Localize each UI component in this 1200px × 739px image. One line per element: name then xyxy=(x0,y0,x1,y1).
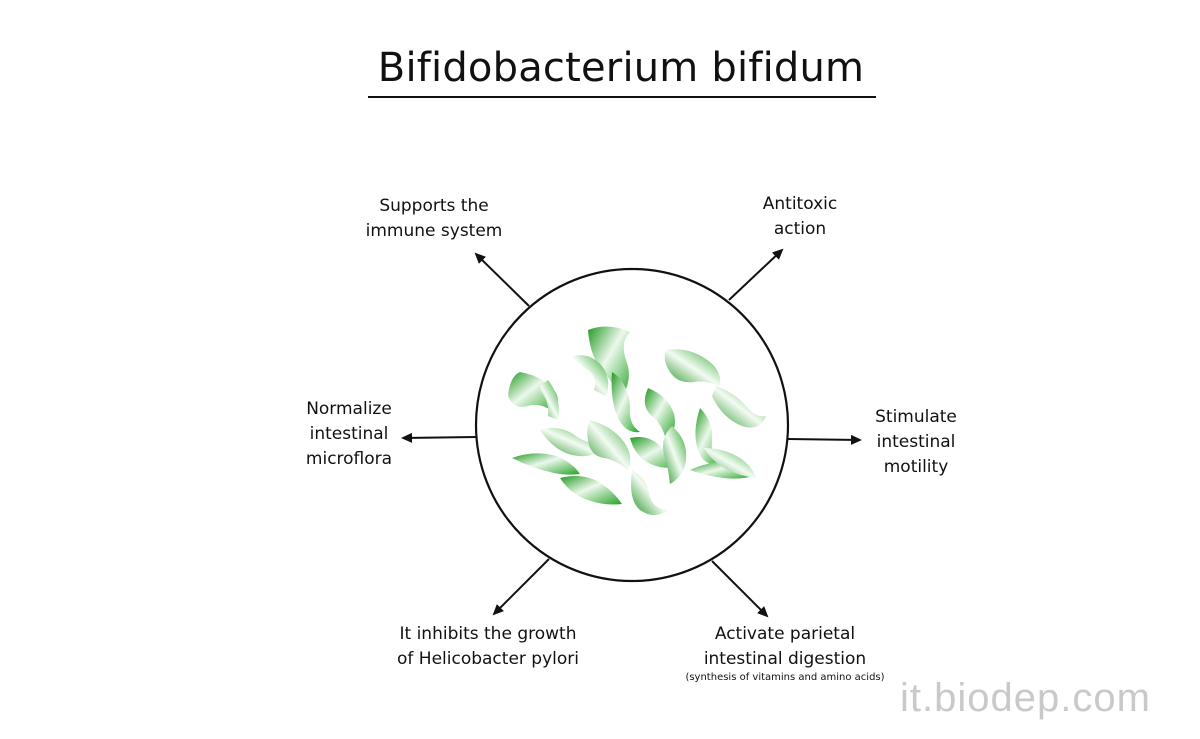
label-note: (synthesis of vitamins and amino acids) xyxy=(685,672,885,683)
label-line: Activate parietal xyxy=(714,624,856,644)
bacterium xyxy=(512,453,580,475)
label-line: motility xyxy=(883,457,949,477)
bacterium xyxy=(540,428,604,457)
bacterium xyxy=(572,355,609,396)
bacterium xyxy=(644,388,675,440)
diagram-title: Bifidobacterium bifidum xyxy=(377,45,865,91)
arrow-top-left xyxy=(474,252,530,307)
label-line: Antitoxic xyxy=(762,194,838,214)
bacterium xyxy=(587,420,631,470)
label-line: intestinal digestion xyxy=(703,649,867,669)
label-antitoxic-action: Antitoxic action xyxy=(740,192,860,242)
label-stimulate-motility: Stimulate intestinal motility xyxy=(857,405,975,480)
bacterium xyxy=(631,470,668,515)
label-line: Normalize xyxy=(306,399,392,419)
title-underline xyxy=(368,96,876,98)
label-line: intestinal xyxy=(876,432,956,452)
bacteria-cluster xyxy=(508,326,766,515)
watermark: it.biodep.com xyxy=(900,676,1151,720)
arrow-top-right xyxy=(728,248,784,301)
label-line: It inhibits the growth xyxy=(399,624,577,644)
arrow-bottom-left xyxy=(492,558,550,616)
bacterium xyxy=(538,380,559,420)
label-immune-system: Supports the immune system xyxy=(354,194,514,244)
bacterium xyxy=(712,386,766,428)
arrow-bottom-right xyxy=(711,560,769,618)
label-line: of Helicobacter pylori xyxy=(397,649,579,669)
label-normalize-microflora: Normalize intestinal microflora xyxy=(290,397,408,472)
arrow-left xyxy=(401,432,477,443)
label-line: action xyxy=(773,219,827,239)
bacterium xyxy=(664,349,721,386)
label-line: microflora xyxy=(305,449,393,469)
bacterium xyxy=(663,426,687,484)
bacterium xyxy=(560,476,622,505)
bacterium xyxy=(704,448,756,478)
bacterium xyxy=(695,408,722,465)
label-line: immune system xyxy=(365,221,503,241)
label-parietal-digestion: Activate parietal intestinal digestion (… xyxy=(660,622,910,684)
label-line: Supports the xyxy=(379,196,489,216)
bacterium xyxy=(611,372,640,433)
arrow-right xyxy=(787,434,862,445)
bacterium xyxy=(508,372,558,412)
label-line: Stimulate xyxy=(875,407,957,427)
label-line: intestinal xyxy=(309,424,389,444)
label-inhibits-helicobacter: It inhibits the growth of Helicobacter p… xyxy=(378,622,598,672)
